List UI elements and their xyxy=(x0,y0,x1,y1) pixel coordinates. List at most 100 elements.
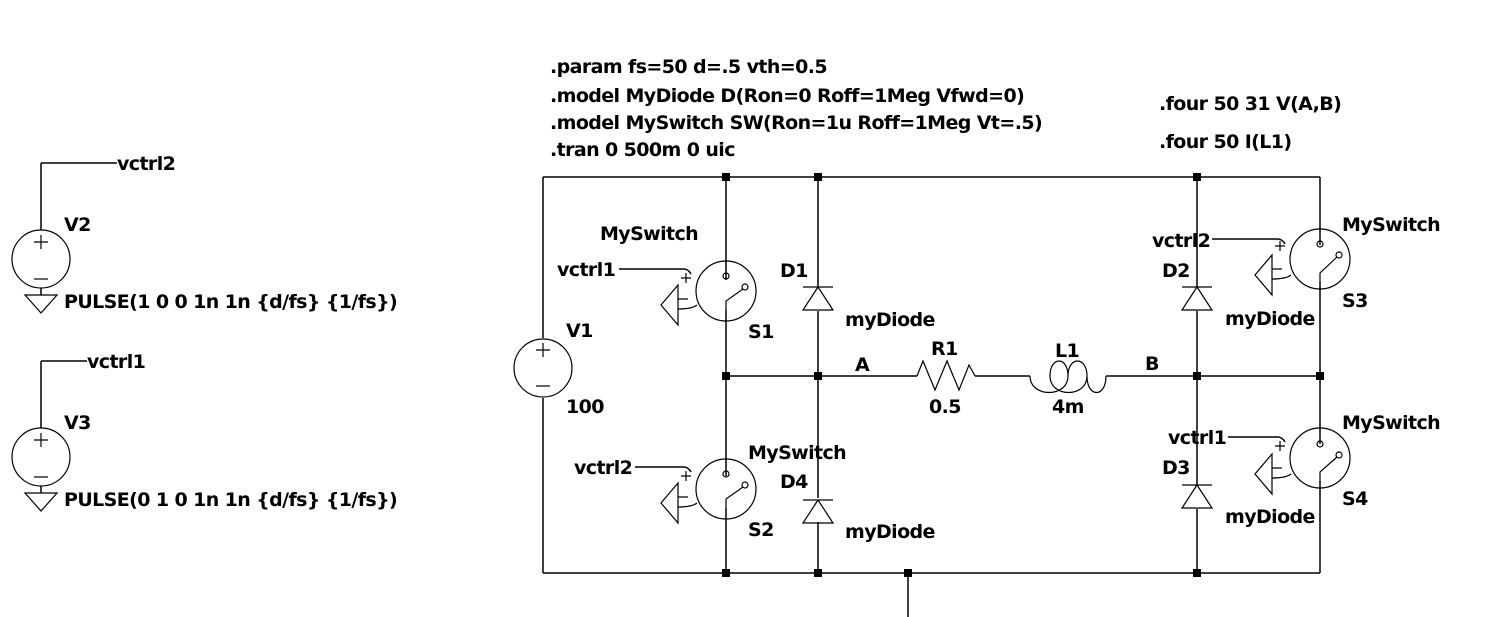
inductor-l1[interactable] xyxy=(1029,360,1107,394)
s3-model: MySwitch xyxy=(1342,214,1440,236)
switch-arm-icon xyxy=(725,486,744,508)
switch-icon xyxy=(1289,427,1351,489)
plus-sign-icon xyxy=(34,235,48,249)
s3-ctrl-net: vctrl2 xyxy=(1152,230,1210,252)
ground-icon xyxy=(1254,452,1273,496)
ground-icon xyxy=(23,294,59,314)
diode-d4[interactable] xyxy=(801,498,835,524)
r1-value: 0.5 xyxy=(929,396,961,418)
switch-icon xyxy=(695,458,757,520)
v2-name: V2 xyxy=(64,214,91,236)
switch-arm-icon xyxy=(1319,456,1338,481)
junction-dot xyxy=(722,372,730,380)
junction-dot xyxy=(722,569,730,577)
s1-name: S1 xyxy=(748,321,774,343)
resistor-icon xyxy=(916,359,976,392)
contact-icon xyxy=(1316,240,1324,248)
d3-model: myDiode xyxy=(1225,506,1315,528)
minus-wire xyxy=(1271,467,1292,479)
switch-arm-icon xyxy=(725,288,744,310)
contact-icon xyxy=(722,272,730,280)
plus-sign-icon xyxy=(34,433,48,447)
junction-dot xyxy=(1316,372,1324,380)
switch-s1[interactable] xyxy=(619,260,757,327)
v1-source[interactable] xyxy=(513,338,573,398)
contact-icon xyxy=(741,481,749,489)
diode-d3[interactable] xyxy=(1180,483,1214,509)
plus-sign-icon xyxy=(536,343,550,357)
ground-icon xyxy=(1254,253,1273,297)
s4-name: S4 xyxy=(1342,488,1368,510)
voltage-source-icon xyxy=(513,338,573,398)
net-label-b: B xyxy=(1145,353,1159,375)
ctrl-wire xyxy=(1228,436,1286,443)
net-label-vctrl2: vctrl2 xyxy=(117,153,175,175)
plus-sign-icon xyxy=(1275,241,1285,251)
switch-icon xyxy=(1289,228,1351,290)
directive-model-diode[interactable]: .model MyDiode D(Ron=0 Roff=1Meg Vfwd=0) xyxy=(550,85,1025,107)
junction-dot xyxy=(1193,372,1201,380)
switch-icon xyxy=(695,260,757,322)
directive-four-v[interactable]: .four 50 31 V(A,B) xyxy=(1159,93,1342,115)
s2-model: MySwitch xyxy=(748,442,846,464)
d4-model: myDiode xyxy=(845,521,935,543)
v1-name: V1 xyxy=(566,320,593,342)
ctrl-wire xyxy=(1212,238,1286,245)
contact-icon xyxy=(1335,451,1343,459)
inductor-icon xyxy=(1029,360,1107,394)
plus-sign-icon xyxy=(1275,441,1285,451)
ctrl-wire xyxy=(635,466,692,473)
minus-wire xyxy=(677,496,698,508)
ctrl-wire xyxy=(619,268,692,275)
d4-name: D4 xyxy=(780,471,808,493)
diode-icon xyxy=(801,498,835,524)
l1-value: 4m xyxy=(1052,396,1084,418)
junction-dot xyxy=(814,173,822,181)
net-label-vctrl1: vctrl1 xyxy=(87,351,145,373)
d3-name: D3 xyxy=(1162,457,1190,479)
contact-icon xyxy=(1316,440,1324,448)
switch-s3[interactable] xyxy=(1212,228,1351,297)
junction-dot xyxy=(814,569,822,577)
bridge-wires xyxy=(542,176,1321,617)
directive-model-switch[interactable]: .model MySwitch SW(Ron=1u Roff=1Meg Vt=.… xyxy=(550,112,1043,134)
v3-source[interactable] xyxy=(11,360,87,512)
contact-icon xyxy=(722,470,730,478)
s3-name: S3 xyxy=(1342,290,1368,312)
ground-icon xyxy=(23,492,59,512)
diode-d1[interactable] xyxy=(801,285,835,311)
ground-icon xyxy=(660,283,679,327)
junction-dot xyxy=(904,569,912,577)
switch-s2[interactable] xyxy=(635,458,757,525)
r1-name: R1 xyxy=(931,338,958,360)
plus-sign-icon xyxy=(681,471,691,481)
net-label-a: A xyxy=(855,354,870,376)
ground-icon xyxy=(660,481,679,525)
plus-sign-icon xyxy=(681,273,691,283)
diode-icon xyxy=(1180,483,1214,509)
diode-d2[interactable] xyxy=(1180,285,1214,311)
diode-icon xyxy=(1180,285,1214,311)
v3-value: PULSE(0 1 0 1n 1n {d/fs} {1/fs}) xyxy=(64,489,397,511)
d2-model: myDiode xyxy=(1225,308,1315,330)
s1-model: MySwitch xyxy=(600,223,698,245)
v2-source[interactable] xyxy=(11,162,117,314)
directive-tran[interactable]: .tran 0 500m 0 uic xyxy=(550,139,735,161)
minus-wire xyxy=(677,298,698,310)
v3-name: V3 xyxy=(64,412,91,434)
junction-dot xyxy=(1193,569,1201,577)
junction-dot xyxy=(722,173,730,181)
v2-value: PULSE(1 0 0 1n 1n {d/fs} {1/fs}) xyxy=(64,291,397,313)
s2-name: S2 xyxy=(748,519,774,541)
s2-ctrl-net: vctrl2 xyxy=(574,457,632,479)
resistor-r1[interactable] xyxy=(916,359,976,392)
minus-wire xyxy=(1271,268,1292,280)
directive-four-i[interactable]: .four 50 I(L1) xyxy=(1159,131,1292,153)
contact-icon xyxy=(1335,251,1343,259)
directive-param[interactable]: .param fs=50 d=.5 vth=0.5 xyxy=(550,56,828,78)
s1-ctrl-net: vctrl1 xyxy=(557,259,615,281)
junction-dot xyxy=(1193,173,1201,181)
d2-name: D2 xyxy=(1162,260,1190,282)
switch-s4[interactable] xyxy=(1228,427,1351,496)
